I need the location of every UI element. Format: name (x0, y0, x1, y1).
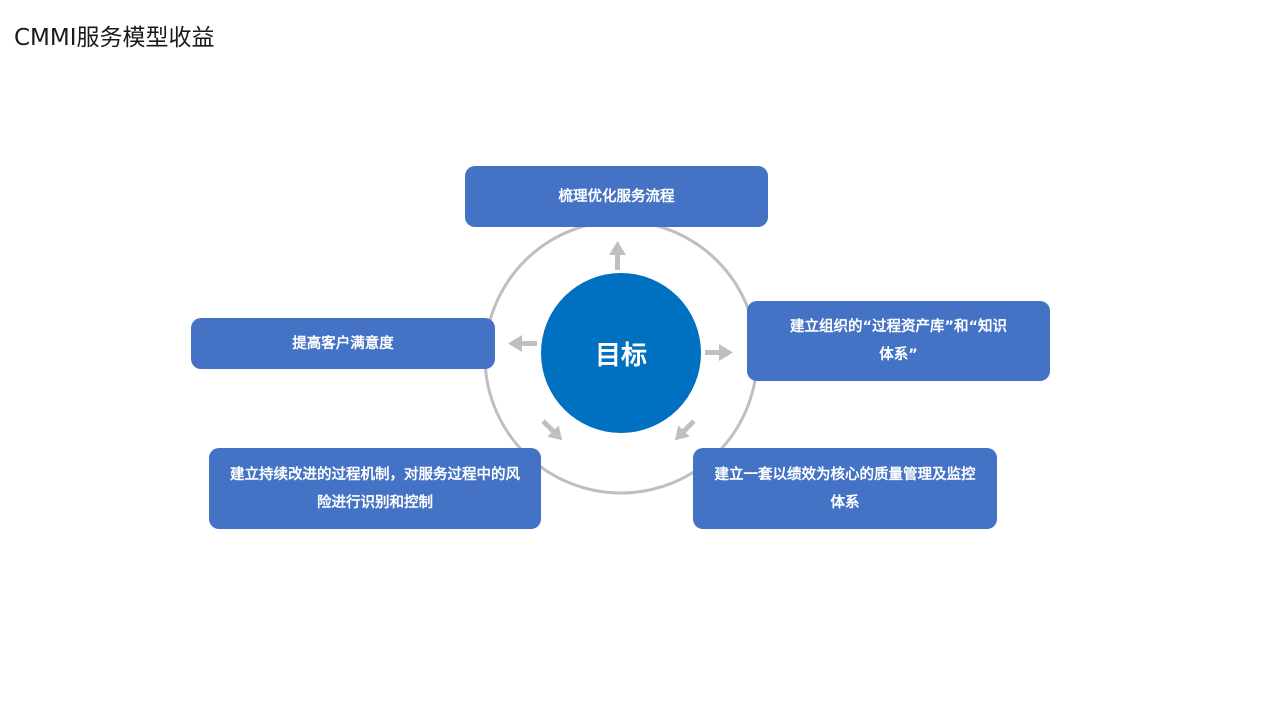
goal-box-optimize-process: 梳理优化服务流程 (465, 166, 768, 227)
goal-label-customer-satisfaction: 提高客户满意度 (292, 335, 394, 352)
arrow-up-icon (609, 241, 626, 270)
goal-label-process-assets: 建立组织的“过程资产库”和“知识体系” (789, 319, 1008, 363)
goal-box-continuous-improvement: 建立持续改进的过程机制，对服务过程中的风险进行识别和控制 (209, 448, 541, 529)
arrow-down-left-icon (541, 419, 563, 441)
page-title: CMMI服务模型收益 (14, 25, 215, 51)
arrow-left-icon (508, 335, 537, 352)
arrow-down-right-icon (674, 419, 696, 441)
center-goal-circle: 目标 (541, 273, 701, 433)
goal-label-quality-management: 建立一套以绩效为核心的质量管理及监控体系 (714, 466, 976, 511)
goal-box-process-assets: 建立组织的“过程资产库”和“知识体系” (747, 301, 1050, 381)
goal-box-quality-management: 建立一套以绩效为核心的质量管理及监控体系 (693, 448, 997, 529)
goal-box-customer-satisfaction: 提高客户满意度 (191, 318, 495, 369)
arrow-right-icon (705, 344, 733, 361)
goal-label-optimize-process: 梳理优化服务流程 (558, 188, 675, 205)
goal-label-continuous-improvement: 建立持续改进的过程机制，对服务过程中的风险进行识别和控制 (230, 466, 520, 511)
